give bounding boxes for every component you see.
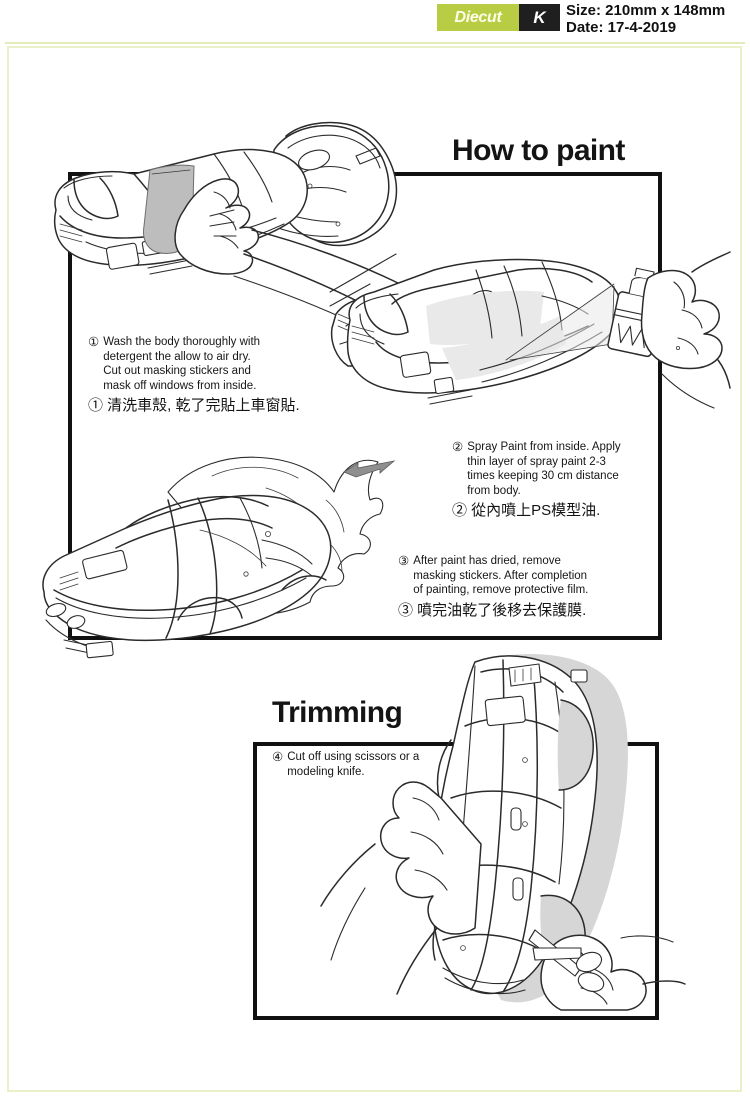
page-frame-border (5, 42, 745, 1092)
step-4-english: ④ Cut off using scissors or a modeling k… (272, 750, 452, 779)
k-badge: K (519, 4, 560, 31)
trimming-section-box (253, 742, 659, 1020)
k-badge-label: K (533, 7, 546, 27)
diecut-badge-label: Diecut (454, 8, 502, 26)
how-to-paint-heading: How to paint (452, 134, 625, 167)
step-1-english: ① Wash the body thoroughly with detergen… (88, 335, 318, 393)
step-1-text-block: ① Wash the body thoroughly with detergen… (88, 335, 318, 415)
header-bar: Diecut K Size: 210mm x 148mm Date: 17-4-… (0, 0, 750, 40)
step-3-marker: ③ (398, 554, 410, 568)
step-2-english: ② Spray Paint from inside. Apply thin la… (452, 440, 657, 498)
step-1-chinese: ① 清洗車殼, 乾了完貼上車窗貼. (88, 397, 300, 415)
step-2-text-block: ② Spray Paint from inside. Apply thin la… (452, 440, 657, 520)
step-2-english-body: Spray Paint from inside. Apply thin laye… (467, 441, 621, 497)
header-metadata: Size: 210mm x 148mm Date: 17-4-2019 (566, 2, 725, 36)
step-3-chinese: ③ 噴完油乾了後移去保護膜. (398, 601, 587, 619)
step-2-chinese: ② 從內噴上PS模型油. (452, 502, 601, 520)
step-1-english-body: Wash the body thoroughly with detergent … (103, 336, 261, 392)
step-1-marker: ① (88, 335, 100, 349)
step-4-text-block: ④ Cut off using scissors or a modeling k… (272, 750, 452, 779)
step-3-text-block: ③ After paint has dried, remove masking … (398, 554, 628, 620)
trimming-heading: Trimming (272, 696, 403, 729)
step-4-english-body: Cut off using scissors or a modeling kni… (287, 751, 420, 778)
step-4-marker: ④ (272, 750, 284, 764)
step-3-english: ③ After paint has dried, remove masking … (398, 554, 628, 598)
step-2-marker: ② (452, 440, 464, 454)
diecut-badge: Diecut (437, 4, 519, 31)
step-3-english-body: After paint has dried, remove masking st… (413, 555, 589, 597)
date-line: Date: 17-4-2019 (566, 19, 677, 36)
size-line: Size: 210mm x 148mm (566, 2, 726, 19)
